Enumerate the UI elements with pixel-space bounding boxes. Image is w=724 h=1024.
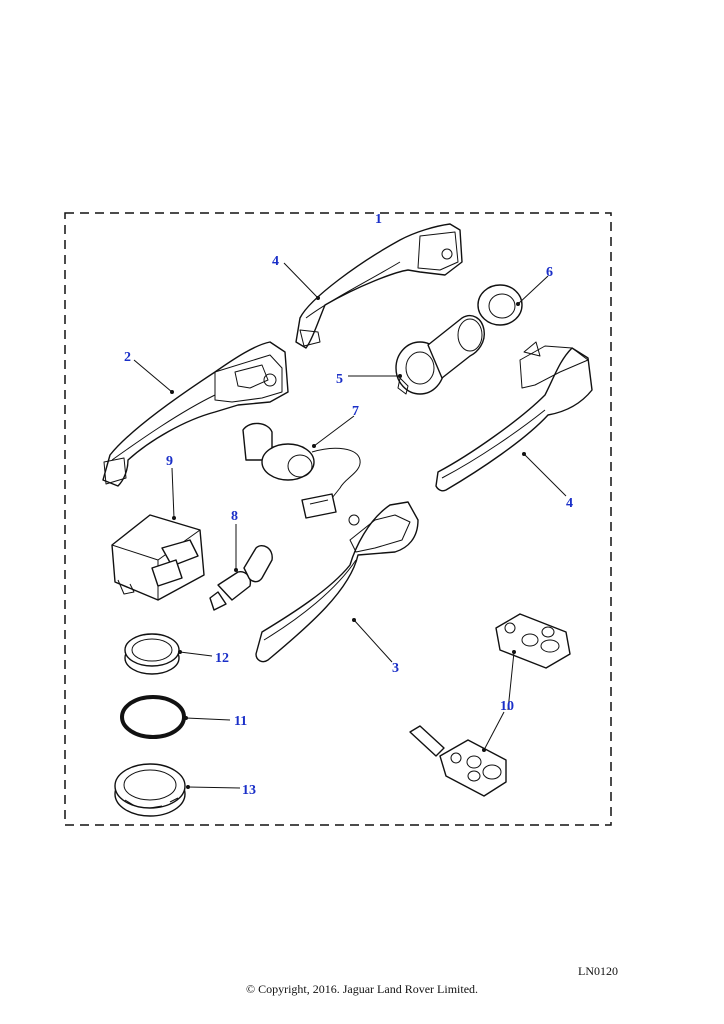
door-handle-lower bbox=[255, 501, 419, 663]
remote-transmitter bbox=[495, 613, 571, 669]
callout-5: 5 bbox=[336, 372, 343, 387]
door-handle-upper bbox=[295, 223, 463, 349]
lock-barrel-with-key bbox=[209, 544, 273, 611]
callout-4-upper: 4 bbox=[272, 254, 279, 269]
cylinder-seal bbox=[477, 284, 523, 326]
callout-8: 8 bbox=[231, 509, 238, 524]
callout-11: 11 bbox=[234, 714, 247, 729]
callout-4-lower: 4 bbox=[566, 496, 573, 511]
callout-2: 2 bbox=[124, 350, 131, 365]
callout-1: 1 bbox=[375, 212, 382, 227]
kit-boundary bbox=[64, 212, 612, 826]
reference-code: LN0120 bbox=[578, 964, 618, 978]
key-barrel-with-harness bbox=[242, 422, 361, 519]
callout-7: 7 bbox=[352, 404, 359, 419]
o-ring bbox=[120, 695, 186, 739]
callout-12: 12 bbox=[215, 651, 229, 666]
key-fob bbox=[409, 725, 507, 797]
callout-3: 3 bbox=[392, 661, 399, 676]
door-handle-right bbox=[435, 341, 593, 492]
retaining-ring bbox=[114, 763, 186, 817]
copyright-notice: © Copyright, 2016. Jaguar Land Rover Lim… bbox=[245, 982, 479, 996]
door-handle-left bbox=[102, 341, 289, 487]
control-module bbox=[111, 514, 205, 601]
leader-lines bbox=[133, 262, 567, 789]
callout-10: 10 bbox=[500, 699, 514, 714]
callout-13: 13 bbox=[242, 783, 256, 798]
callout-6: 6 bbox=[546, 265, 553, 280]
battery-disc bbox=[124, 633, 180, 675]
callout-9: 9 bbox=[166, 454, 173, 469]
lock-cylinder-assembly bbox=[395, 314, 485, 395]
